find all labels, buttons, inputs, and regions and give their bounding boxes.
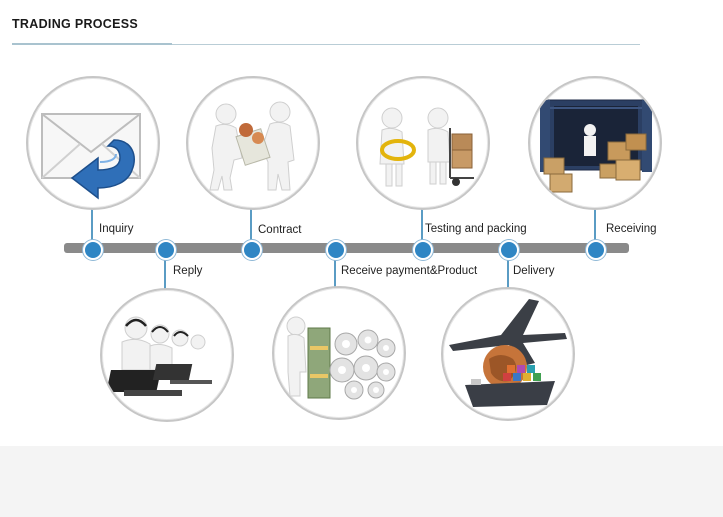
node-receive-payment — [326, 240, 346, 260]
label-reply: Reply — [173, 265, 202, 277]
receiving-illustration — [528, 76, 662, 210]
airplane-globe-ship-icon — [443, 289, 573, 419]
label-receiving: Receiving — [606, 223, 657, 235]
envelope-reply-icon — [28, 78, 158, 208]
label-receive-payment: Receive payment&Product — [341, 265, 477, 277]
timeline-bar — [64, 243, 629, 253]
reply-illustration — [100, 288, 234, 422]
handshake-contract-icon — [188, 78, 318, 208]
receive-payment-illustration — [272, 286, 406, 420]
node-contract — [242, 240, 262, 260]
page-title: TRADING PROCESS — [12, 17, 138, 31]
delivery-illustration — [441, 287, 575, 421]
money-and-gears-icon — [274, 288, 404, 418]
measuring-and-cart-icon — [358, 78, 488, 208]
node-testing — [413, 240, 433, 260]
label-inquiry: Inquiry — [99, 223, 134, 235]
node-delivery — [499, 240, 519, 260]
inquiry-illustration — [26, 76, 160, 210]
node-inquiry — [83, 240, 103, 260]
call-center-icon — [102, 290, 232, 420]
label-contract: Contract — [258, 224, 301, 236]
footer-band — [0, 446, 723, 517]
label-delivery: Delivery — [513, 265, 555, 277]
container-boxes-icon — [530, 78, 660, 208]
title-divider-accent — [12, 43, 172, 45]
testing-illustration — [356, 76, 490, 210]
contract-illustration — [186, 76, 320, 210]
label-testing: Testing and packing — [425, 223, 527, 235]
node-receiving — [586, 240, 606, 260]
node-reply — [156, 240, 176, 260]
